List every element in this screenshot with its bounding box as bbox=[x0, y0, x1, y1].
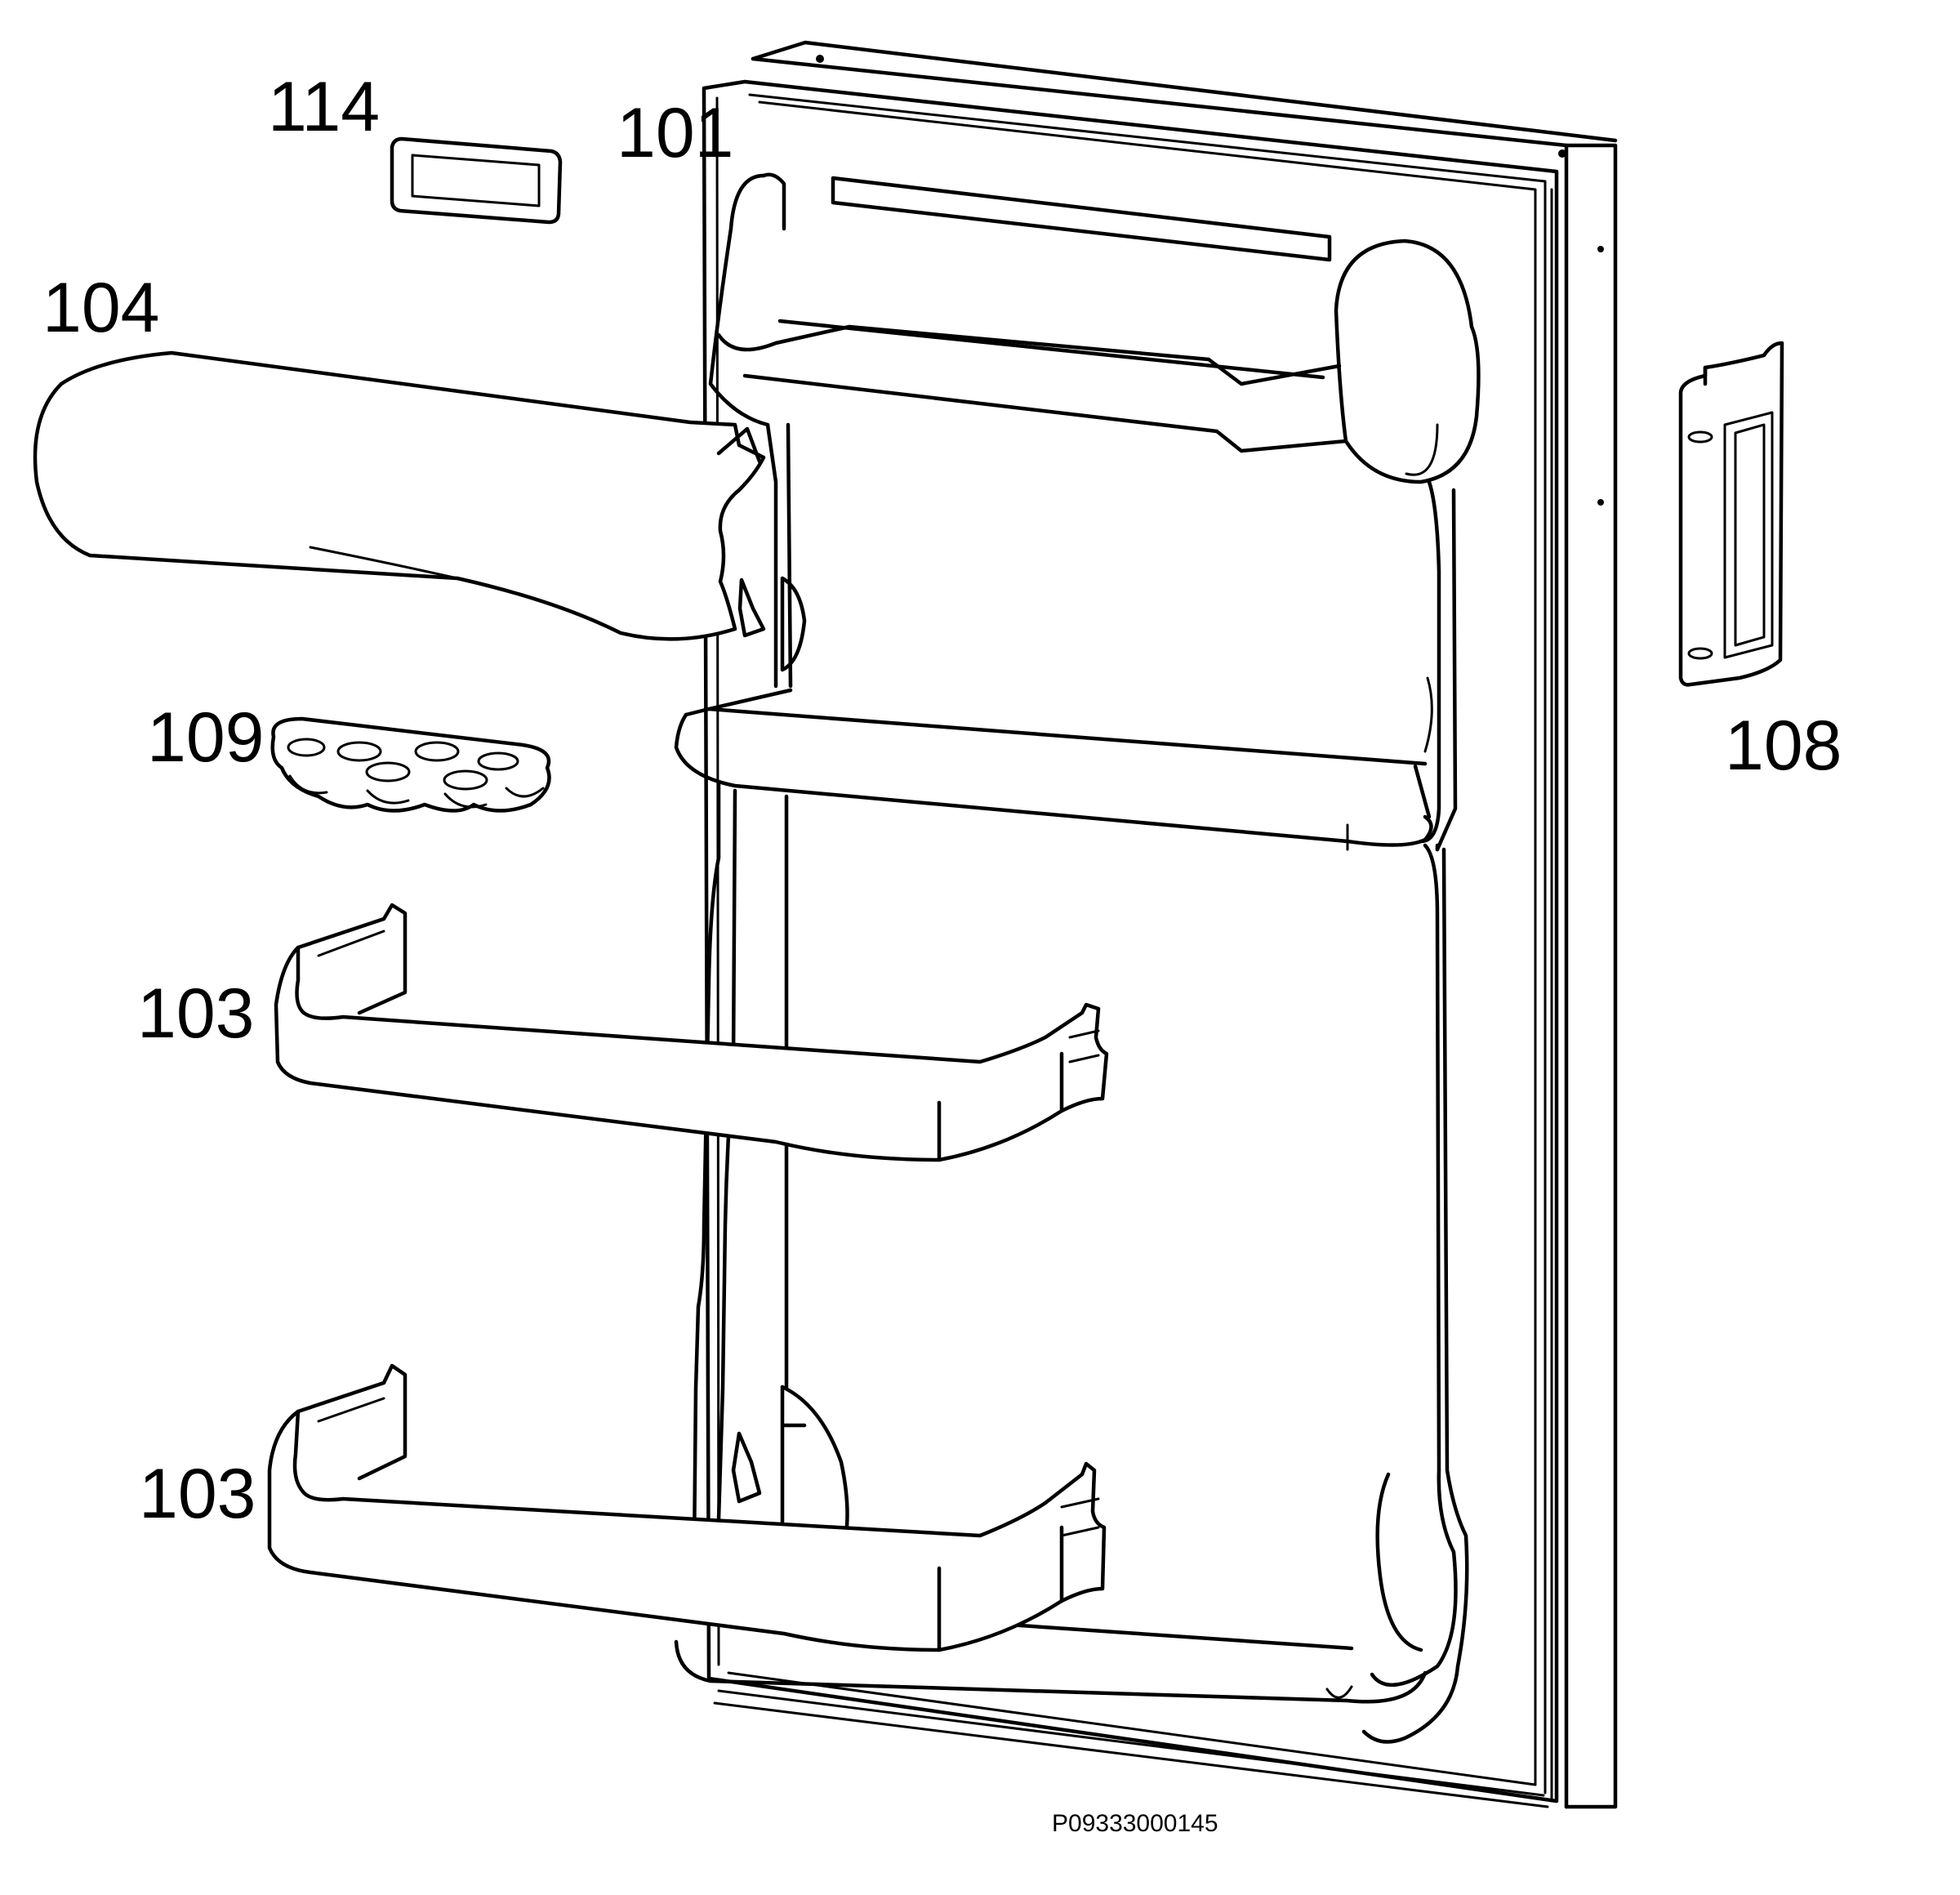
callout-108: 108 bbox=[1725, 707, 1842, 785]
callout-101: 101 bbox=[617, 94, 734, 172]
callout-114: 114 bbox=[268, 68, 380, 146]
part-103-upper-door-bin bbox=[274, 903, 1109, 1162]
document-code: P09333000145 bbox=[1052, 1810, 1218, 1837]
callout-104: 104 bbox=[42, 269, 160, 347]
callout-103-upper: 103 bbox=[137, 974, 255, 1053]
callout-109: 109 bbox=[147, 698, 265, 777]
part-108-hinge-bracket bbox=[1678, 341, 1784, 687]
callout-103-lower: 103 bbox=[139, 1455, 256, 1533]
part-114-cap bbox=[390, 136, 563, 225]
part-104-lid bbox=[33, 350, 766, 641]
part-103-lower-door-bin bbox=[267, 1363, 1107, 1652]
part-109-egg-tray bbox=[270, 716, 551, 813]
